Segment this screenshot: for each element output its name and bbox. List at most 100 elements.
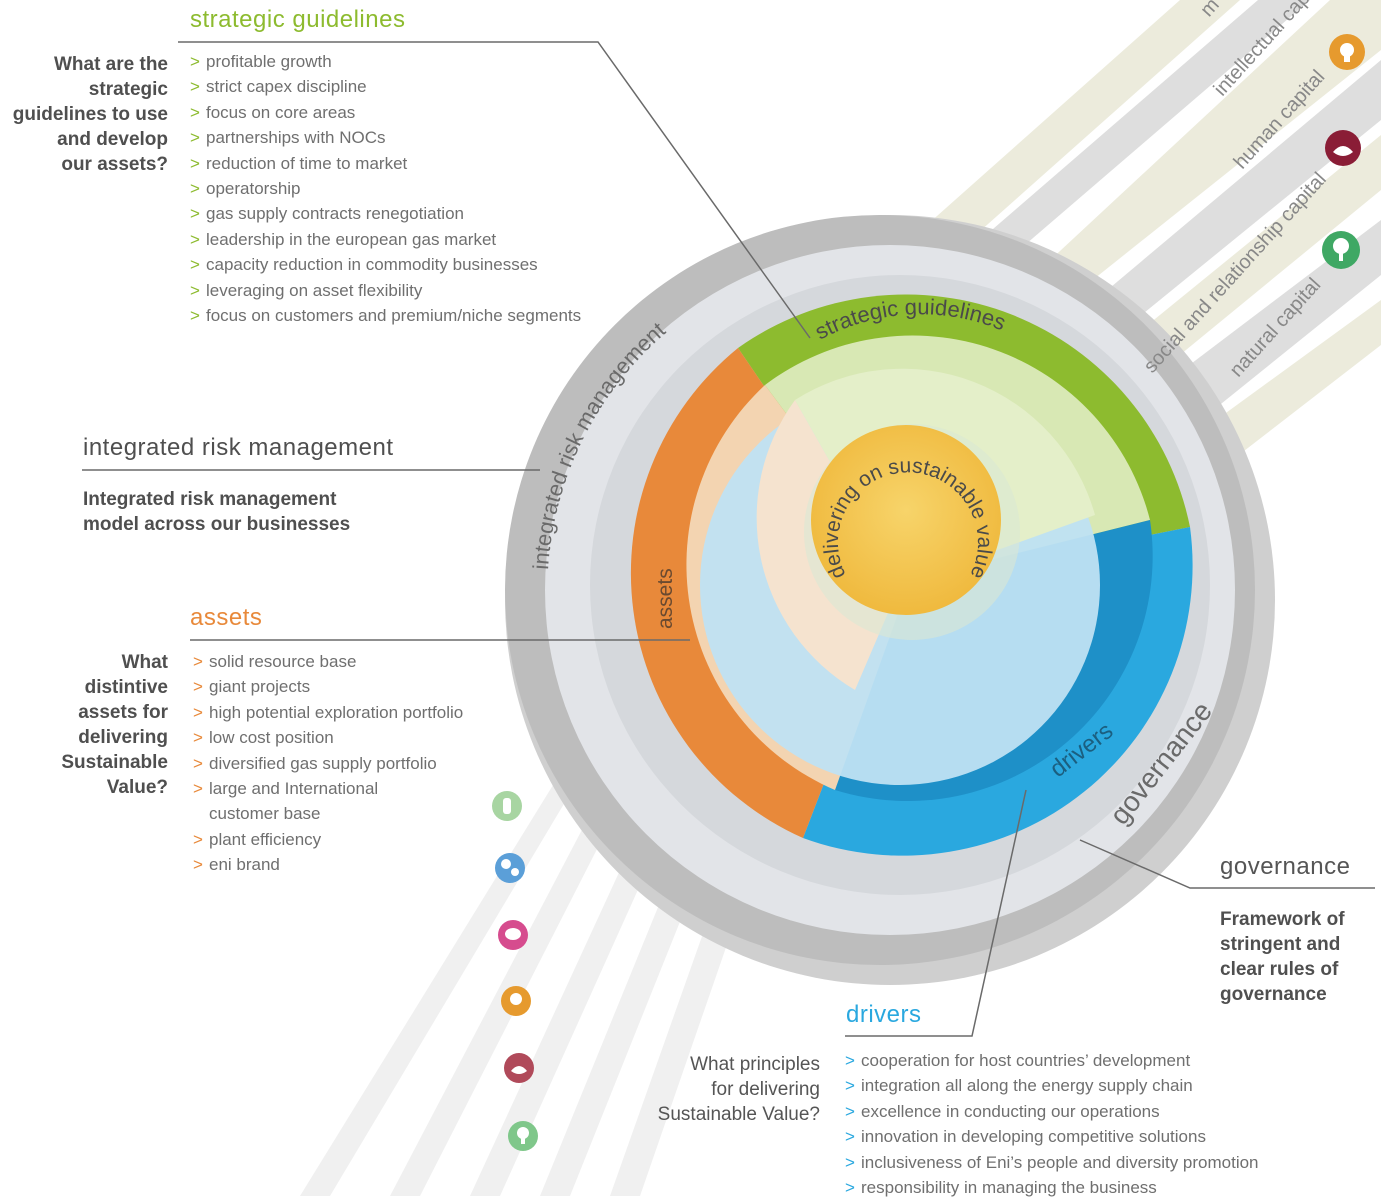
assets-question-line: Sustainable	[61, 752, 168, 773]
assets-question-line: delivering	[78, 727, 168, 748]
bullet-marker: >	[190, 306, 200, 326]
bullet-marker: >	[190, 52, 200, 71]
bullet-marker: >	[190, 280, 200, 300]
list-item-text: high potential exploration portfolio	[209, 702, 464, 722]
list-item-text: customer base	[209, 804, 321, 824]
list-item: > innovation in developing competitive so…	[845, 1124, 1259, 1149]
list-item: > inclusiveness of Eni’s people and diver…	[845, 1150, 1259, 1175]
list-item: >gas supply contracts renegotiation	[190, 201, 581, 226]
governance-leader	[1079, 839, 1375, 889]
hands-icon	[1325, 130, 1361, 166]
list-item-text: giant projects	[209, 677, 311, 697]
strategic-question-line: strategic	[88, 79, 168, 100]
risk-description-line: model across our businesses	[83, 514, 351, 535]
list-item-text: strict capex discipline	[206, 77, 367, 97]
bullet-marker: >	[190, 179, 200, 199]
risk-title: integrated risk management	[83, 434, 394, 461]
list-item-text: leadership in the european gas market	[206, 229, 497, 249]
bullet-marker: >	[845, 1127, 855, 1147]
bullet-marker: >	[845, 1101, 855, 1121]
bullet-marker: >	[193, 702, 203, 722]
core	[811, 425, 1001, 615]
list-item-text: reduction of time to market	[206, 153, 408, 173]
list-item-text: large and International	[209, 779, 379, 799]
list-item: >operatorship	[190, 176, 581, 201]
gears-icon	[495, 853, 525, 883]
bullet-marker: >	[190, 128, 200, 148]
list-item-text: solid resource base	[209, 652, 357, 671]
tree-icon	[1322, 231, 1360, 269]
bullet-marker: >	[190, 255, 200, 275]
strategic-question-line: What are the	[53, 54, 168, 75]
hands-icon	[504, 1053, 534, 1083]
list-item-text: inclusiveness of Eni’s people and divers…	[861, 1152, 1259, 1172]
list-item: > excellence in conducting our operations	[845, 1099, 1259, 1124]
bullet-marker: >	[193, 677, 203, 697]
governance-title: governance	[1220, 853, 1351, 880]
list-item: > capacity reduction in commodity busines…	[190, 252, 581, 277]
drivers-title: drivers	[846, 1001, 922, 1028]
list-item: > diversified gas supply portfolio	[193, 751, 463, 776]
list-item: > eni brand	[193, 852, 463, 877]
leader-lines	[82, 41, 1375, 1037]
list-item: > profitable growth	[190, 49, 581, 74]
capital-icons-left	[492, 791, 538, 1151]
list-item-text: responsibility in managing the business	[861, 1178, 1157, 1198]
capital-icons	[1322, 34, 1365, 269]
bullet-marker: >	[190, 77, 200, 97]
rings	[505, 215, 1275, 985]
bullet-marker: >	[845, 1178, 855, 1198]
list-item: > large and International	[193, 776, 463, 801]
list-item-text: leveraging on asset flexibility	[206, 280, 423, 300]
list-item-text: eni brand	[209, 855, 280, 875]
bullet-marker: >	[845, 1051, 855, 1070]
bullet-marker: >	[193, 728, 203, 748]
list-item-text: gas supply contracts renegotiation	[206, 204, 464, 224]
beam	[1030, 60, 1381, 365]
bullet-marker: >	[190, 153, 200, 173]
drivers-list: > cooperation for host countries’ develop…	[845, 1048, 1259, 1200]
list-item: > low cost position	[193, 725, 463, 750]
bullet-marker: >	[193, 829, 203, 849]
list-item: >plant efficiency	[193, 827, 463, 852]
governance-description-line: clear rules of	[1220, 959, 1339, 980]
bullet-marker: >	[845, 1152, 855, 1172]
list-item-text: cooperation for host countries’ developm…	[861, 1051, 1191, 1070]
drivers-question-line: for delivering	[711, 1079, 820, 1100]
list-item-text: focus on customers and premium/niche seg…	[206, 306, 582, 326]
governance-description-line: governance	[1220, 984, 1327, 1005]
bullet-marker: >	[193, 779, 203, 799]
bullet-marker: >	[193, 855, 203, 875]
list-item-text: excellence in conducting our operations	[861, 1101, 1160, 1121]
bullet-marker: >	[193, 753, 203, 773]
list-item-text: innovation in developing competitive sol…	[861, 1127, 1206, 1147]
list-item-text: capacity reduction in commodity business…	[206, 255, 538, 275]
list-item: >focus on core areas	[190, 100, 581, 125]
list-item: >solid resource base	[193, 649, 463, 674]
strategic-question-line: and develop	[57, 129, 168, 150]
drivers-question-line: Sustainable Value?	[657, 1104, 820, 1125]
bulb-icon	[501, 986, 531, 1016]
list-item: > high potential exploration portfolio	[193, 700, 463, 725]
bulb-icon	[1329, 34, 1365, 70]
list-item-text: diversified gas supply portfolio	[209, 753, 437, 773]
list-item: > leveraging on asset flexibility	[190, 278, 581, 303]
strategic-title: strategic guidelines	[190, 6, 406, 33]
assets-list: >solid resource base>giant projects>high…	[193, 649, 463, 878]
strategic-list: > profitable growth > strict capex discipli…	[190, 49, 581, 328]
list-item: > giant projects	[193, 674, 463, 699]
list-item-text: low cost position	[209, 728, 334, 748]
list-item: >partnerships with NOCs	[190, 125, 581, 150]
list-item-text: profitable growth	[206, 52, 332, 71]
assets-title: assets	[190, 604, 263, 631]
beam	[905, 0, 1310, 305]
drivers-leader	[845, 789, 1027, 1037]
assets-ring-label: assets	[654, 568, 677, 629]
list-item: > focus on customers and premium/niche se…	[190, 303, 581, 328]
